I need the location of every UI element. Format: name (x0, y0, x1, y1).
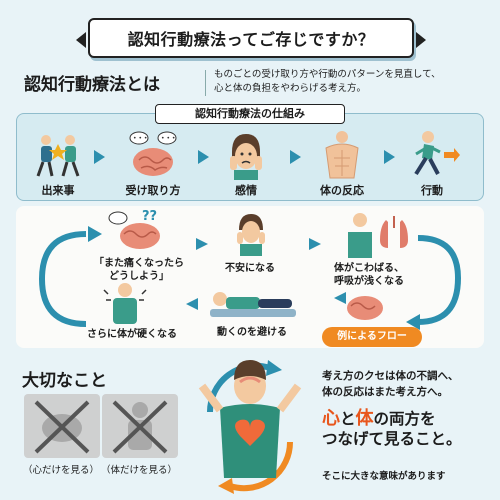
step-label: 出来事 (41, 184, 75, 197)
definition-line: ものごとの受け取り方や行動のパターンを見直して、 (214, 69, 441, 80)
mind-only-card (24, 394, 100, 458)
arrow-right-icon (198, 150, 209, 164)
step-label: 行動 (421, 184, 443, 197)
divider (205, 70, 206, 96)
flow-text-line: どうしよう」 (109, 271, 169, 282)
brain-question-icon: ?? (108, 209, 160, 249)
message-line: 体の反応はまた考え方へ。 (322, 386, 448, 398)
flow-node-stiffer: さらに体が硬くなる (87, 329, 177, 340)
karada-word: 体 (355, 408, 374, 429)
page-title: 認知行動療法ってご存じですか？ (76, 18, 426, 58)
running-person-icon (414, 131, 460, 176)
example-flow-badge: 例によるフロー (322, 327, 422, 347)
worried-face-icon (230, 134, 262, 180)
arrow-right-icon (384, 150, 395, 164)
message-text: 考え方のクセは体の不調へ、 体の反応はまた考え方へ。 (322, 368, 492, 400)
closing-text: そこに大きな意味があります (322, 471, 446, 482)
step-label: 体の反応 (320, 184, 364, 197)
card-caption: （心だけを見る） (22, 465, 99, 476)
key-message-line: つなげて見ること。 (322, 430, 462, 448)
person-lungs-icon (348, 213, 408, 258)
step-label: 受け取り方 (125, 184, 181, 197)
key-message-text: の両方を (373, 410, 436, 428)
definition-text: ものごとの受け取り方や行動のパターンを見直して、 心と体の負担をやわらげる考え方… (214, 68, 486, 96)
flow-text-line: 呼吸が浅くなる (334, 276, 404, 287)
definition-heading: 認知行動療法とは (24, 75, 160, 95)
flow-text-line: 体がこわばる、 (334, 263, 404, 274)
card-caption: （体だけを見る） (100, 465, 177, 476)
flow-node-body: 体がこわばる、 呼吸が浅くなる (316, 262, 422, 288)
cycle-arrows-icon (38, 226, 462, 330)
arrow-right-icon (290, 150, 301, 164)
definition-line: 心と体の負担をやわらげる考え方。 (214, 83, 367, 94)
body-torso-icon (325, 131, 359, 179)
kokoro-word: 心 (322, 408, 340, 429)
anxious-person-icon (237, 214, 265, 256)
flow-node-anxiety: 不安になる (225, 263, 275, 274)
step-label: 感情 (235, 184, 257, 197)
person-heart-icon (198, 360, 302, 494)
svg-text:??: ?? (142, 209, 157, 224)
arrow-right-icon (94, 150, 105, 164)
crossed-brain-icon (34, 400, 90, 454)
stiff-person-icon (103, 283, 147, 324)
svg-text:• • •: • • • (161, 135, 175, 142)
mechanism-title: 認知行動療法の仕組み (155, 104, 345, 124)
body-only-card (102, 394, 178, 458)
people-colliding-icon (36, 135, 80, 177)
brain-icon (347, 296, 383, 320)
lying-person-icon (210, 292, 296, 317)
flow-node-avoid: 動くのを避ける (217, 327, 287, 338)
key-message-text: と (340, 410, 356, 428)
key-message: 心と体の両方を つなげて見ること。 (322, 409, 497, 449)
flow-node-thought: 「また痛くなったら どうしよう」 (84, 257, 194, 283)
message-line: 考え方のクセは体の不調へ、 (322, 370, 459, 382)
svg-text:• • •: • • • (133, 135, 147, 142)
flow-text-line: 「また痛くなったら (94, 258, 184, 269)
important-heading: 大切なこと (22, 371, 107, 391)
brain-thought-icon: • • • • • • (129, 131, 177, 176)
crossed-body-icon (112, 400, 168, 454)
